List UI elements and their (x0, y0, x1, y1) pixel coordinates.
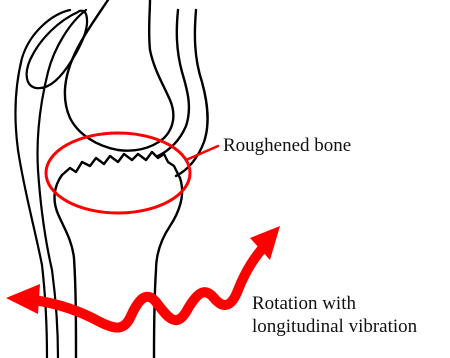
roughened-bone-label: Roughened bone (223, 135, 351, 157)
roughened-zone-ring (46, 133, 190, 213)
arrowhead-left (6, 284, 40, 314)
rotation-label-line2: longitudinal vibration (252, 315, 417, 338)
rotation-label-line1: Rotation with (252, 292, 417, 315)
rotation-vibration-label: Rotation with longitudinal vibration (252, 292, 417, 338)
